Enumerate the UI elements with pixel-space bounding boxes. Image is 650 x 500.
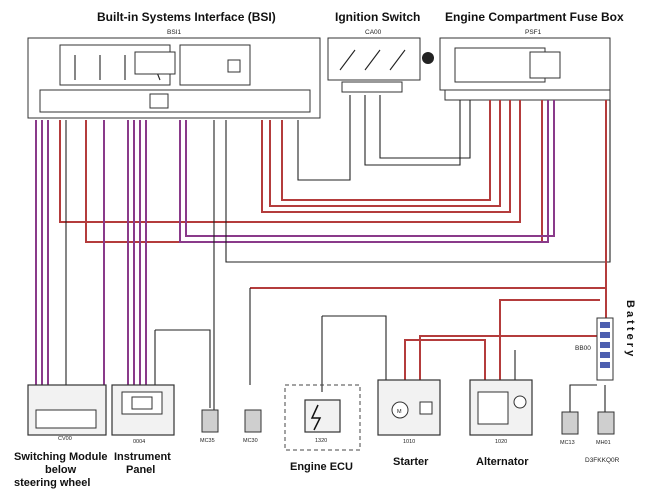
alternator: 1020 [469,379,533,445]
instrument-caption-1: Instrument [114,451,171,463]
wires [35,95,611,412]
switching-caption-3: steering wheel [14,477,90,489]
key-icon [422,52,434,64]
ground-mc13: MC13 [560,411,579,446]
instrument-code: 0004 [133,439,145,445]
ignition-code: CA00 [365,29,382,36]
battery-code: BB00 [575,345,591,352]
switching-module: CV00 [27,384,107,442]
bsi-module: BSI1 [27,29,321,119]
switching-caption-1: Switching Module [14,451,108,463]
svg-text:M: M [397,409,402,415]
ground-mc35: MC35 [200,409,219,444]
ground-mc35-label: MC35 [200,438,215,444]
ecu-caption: Engine ECU [290,461,353,473]
battery-block: BB00 B a t t e r y [575,300,636,381]
battery-label: B a t t e r y [624,300,636,357]
ground-mc30: MC30 [243,409,262,444]
switching-caption-2: below [45,464,77,476]
starter: M 1010 [377,379,441,445]
ecu-code: 1320 [315,438,327,444]
starter-caption: Starter [393,456,429,468]
lightning-icon [310,404,322,431]
ignition-title: Ignition Switch [335,10,420,24]
fusebox-code: PSF1 [525,29,542,36]
alternator-code: 1020 [495,439,507,445]
fusebox-module: PSF1 [439,29,611,101]
switching-code: CV00 [58,436,72,442]
ground-mc13-label: MC13 [560,440,575,446]
bsi-title: Built-in Systems Interface (BSI) [97,10,276,24]
starter-code: 1010 [403,439,415,445]
ground-mh01: MH01 [596,411,615,446]
alternator-caption: Alternator [476,456,529,468]
bsi-code: BSI1 [167,29,181,36]
engine-ecu: 1320 [284,384,361,451]
ignition-switch: CA00 [327,29,434,93]
ground-mh01-label: MH01 [596,440,611,446]
fusebox-title: Engine Compartment Fuse Box [445,10,624,24]
ground-mc30-label: MC30 [243,438,258,444]
reference-code: D3FKKQ0R [585,457,620,464]
motor-icon [391,401,409,419]
instrument-caption-2: Panel [126,464,155,476]
instrument-panel: 0004 [111,384,175,445]
